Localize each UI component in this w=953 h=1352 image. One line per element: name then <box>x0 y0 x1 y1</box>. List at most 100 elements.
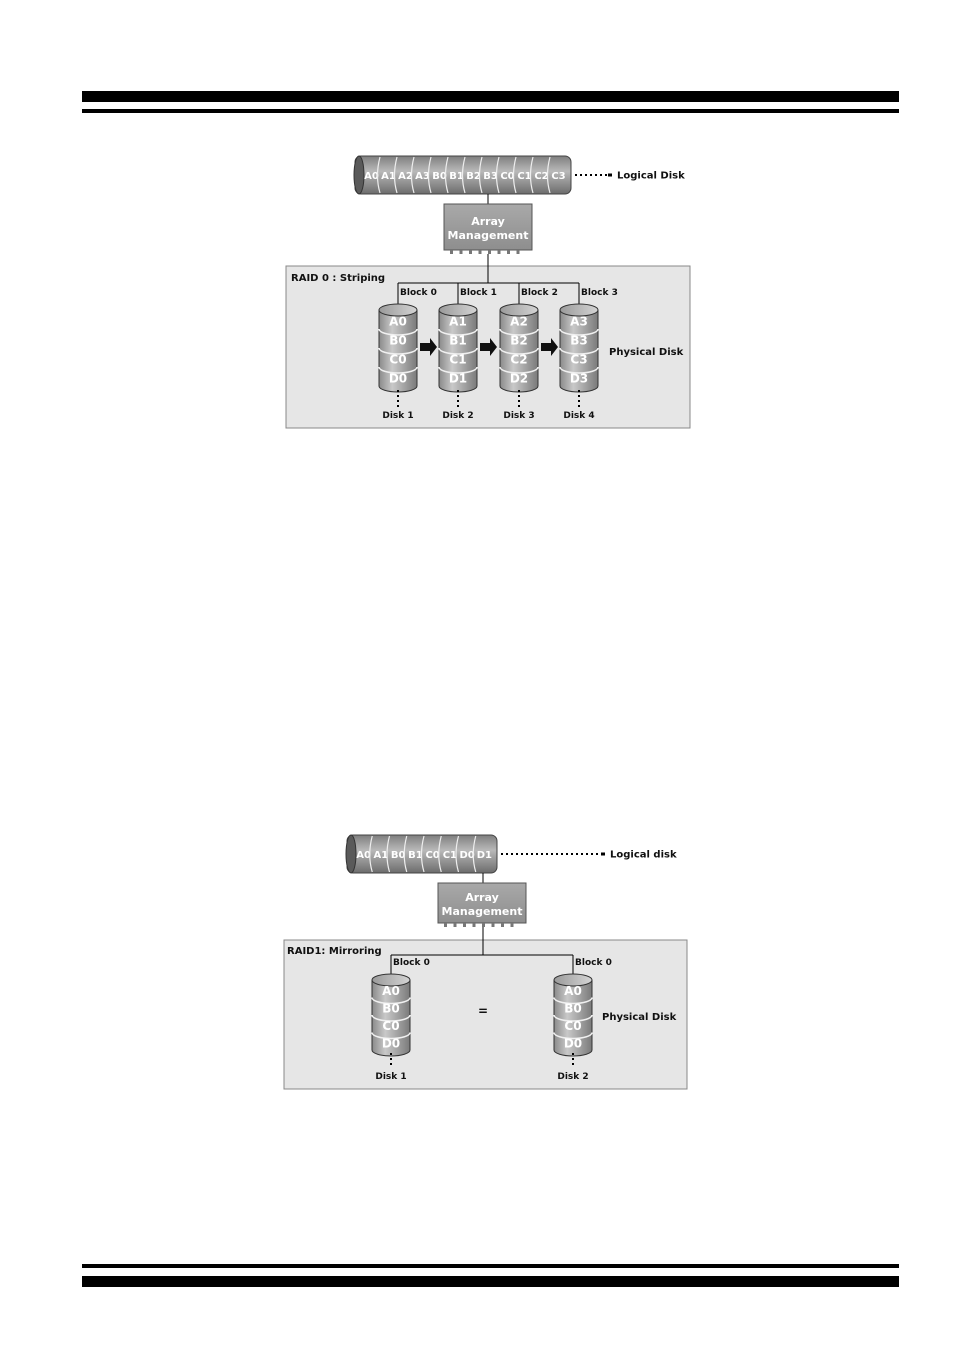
logical-disk-label: Logical Disk <box>617 171 685 182</box>
array-management-pin <box>469 250 472 254</box>
logical-cell: A3 <box>415 171 430 182</box>
disk-segment: A0 <box>564 984 582 998</box>
logical-cell-divider <box>478 156 483 194</box>
logical-cell-divider <box>455 835 460 873</box>
logical-cell: B0 <box>391 850 406 861</box>
block-label: Block 0 <box>575 958 612 968</box>
logical-cell-divider <box>369 835 373 873</box>
disk-segment-divider <box>553 1014 593 1022</box>
logical-cell: D1 <box>477 850 492 861</box>
disk-segment-divider <box>371 997 411 1005</box>
array-management-text: Array <box>471 215 505 228</box>
logical-cell: B1 <box>408 850 423 861</box>
disk-segment: D1 <box>449 372 467 386</box>
disk-segment: A0 <box>389 315 407 329</box>
array-management-text: Array <box>465 891 499 904</box>
block-label: Block 1 <box>460 288 497 298</box>
disk-segment: C0 <box>564 1019 581 1033</box>
disk-segment: D3 <box>570 372 588 386</box>
raid1-panel <box>283 939 688 1090</box>
logical-cell: C3 <box>551 171 565 182</box>
logical-cell-divider <box>386 835 391 873</box>
logical-leader-end <box>608 173 612 177</box>
arrow-icon <box>420 338 437 356</box>
disk-segment-divider <box>553 997 593 1005</box>
logical-cell: C0 <box>500 171 514 182</box>
disk-segment-divider <box>499 366 539 374</box>
header-rule-thin <box>82 109 899 113</box>
block-label: Block 2 <box>521 288 558 298</box>
block-label: Block 0 <box>400 288 437 298</box>
disk-segment-divider <box>438 347 478 355</box>
array-management-pin <box>478 250 482 254</box>
disk-segment: B3 <box>570 334 588 348</box>
disk-segment-divider <box>438 366 478 374</box>
logical-cell-divider <box>376 156 381 194</box>
logical-cell-divider <box>512 156 517 194</box>
array-management-text: Management <box>442 905 523 918</box>
disk-segment-divider <box>499 347 539 355</box>
physical-disk-label: Physical Disk <box>602 1012 677 1023</box>
disk-segment: C0 <box>389 353 406 367</box>
disk-segment: B0 <box>382 1001 400 1015</box>
disk-segment: B1 <box>449 334 467 348</box>
logical-cell: C1 <box>443 850 457 861</box>
disk-cylinder-top <box>378 303 418 317</box>
equals-sign: = <box>478 1004 488 1018</box>
disk-segment: C0 <box>382 1019 399 1033</box>
disk-label: Disk 2 <box>442 411 473 421</box>
logical-cell-divider <box>410 156 415 194</box>
logical-cell: A0 <box>356 850 371 861</box>
logical-cell-divider <box>393 156 398 194</box>
disk-segment: A3 <box>570 315 588 329</box>
disk-segment: A1 <box>449 315 467 329</box>
disk-segment: B2 <box>510 334 528 348</box>
logical-leader-end <box>601 852 605 856</box>
disk-label: Disk 1 <box>382 411 413 421</box>
disk-segment-divider <box>371 1032 411 1040</box>
array-management-pin <box>482 923 485 927</box>
logical-cell: B0 <box>432 171 447 182</box>
array-management-box <box>443 203 533 251</box>
logical-disk-label: Logical disk <box>610 850 677 861</box>
logical-cell-divider <box>472 835 477 873</box>
logical-cell: A0 <box>364 171 379 182</box>
array-management-pin <box>472 923 476 927</box>
logical-disk-end <box>345 834 357 874</box>
array-management-box <box>437 882 527 924</box>
array-management-pin <box>444 923 447 927</box>
array-management-pin <box>450 250 453 254</box>
disk-segment-divider <box>559 328 599 336</box>
footer-rule-thick <box>82 1276 899 1287</box>
array-management-pin <box>501 923 504 927</box>
array-management-pin <box>497 250 501 254</box>
logical-cell-divider <box>546 156 551 194</box>
arrow-icon <box>480 338 497 356</box>
disk-segment: D2 <box>510 372 528 386</box>
disk-segment-divider <box>438 328 478 336</box>
physical-disk-label: Physical Disk <box>609 347 684 358</box>
disk-label: Disk 3 <box>503 411 534 421</box>
logical-cell-divider <box>529 156 534 194</box>
disk-label: Disk 1 <box>375 1072 406 1082</box>
disk-label: Disk 2 <box>557 1072 588 1082</box>
logical-cell-divider <box>420 835 425 873</box>
disk-cylinder-top <box>553 973 593 987</box>
disk-segment-divider <box>559 347 599 355</box>
logical-cell: C1 <box>517 171 531 182</box>
disk-segment-divider <box>553 1032 593 1040</box>
logical-cell-divider <box>461 156 466 194</box>
array-management-pin <box>463 923 466 927</box>
array-management-pin <box>507 250 510 254</box>
disk-segment: B0 <box>564 1001 582 1015</box>
disk-label: Disk 4 <box>563 411 594 421</box>
disk-segment-divider <box>378 366 418 374</box>
disk-cylinder-top <box>499 303 539 317</box>
disk-cylinder-top <box>371 973 411 987</box>
disk-segment: D0 <box>564 1036 582 1050</box>
disk-segment-divider <box>499 328 539 336</box>
disk-segment: D0 <box>389 372 407 386</box>
array-management-pin <box>488 250 491 254</box>
